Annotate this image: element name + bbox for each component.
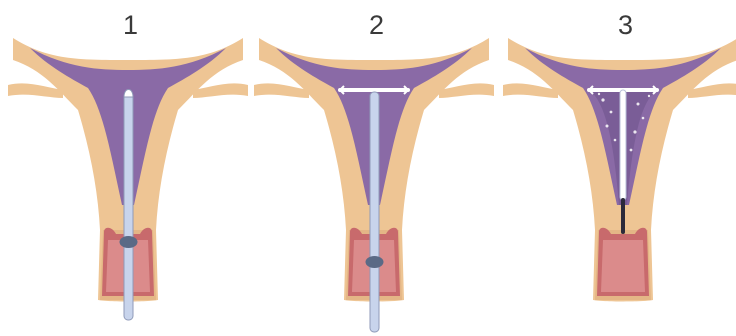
step-1-illustration [8,0,253,336]
inserter-flange [366,256,384,268]
step-1-panel: 1 [8,0,253,336]
step-2-panel: 2 [254,0,499,336]
step-label: 1 [8,10,253,40]
inserter-tube [370,92,379,332]
cervix-highlight [601,240,645,292]
inserter-flange [120,236,138,248]
iud-tip [124,90,133,98]
iud-stem [620,90,626,200]
step-2-illustration [254,0,499,336]
step-3-panel: 3 [503,0,736,336]
step-3-illustration [503,0,736,336]
step-label: 2 [254,10,499,40]
step-label: 3 [503,10,736,40]
inserter-tube [124,94,133,320]
